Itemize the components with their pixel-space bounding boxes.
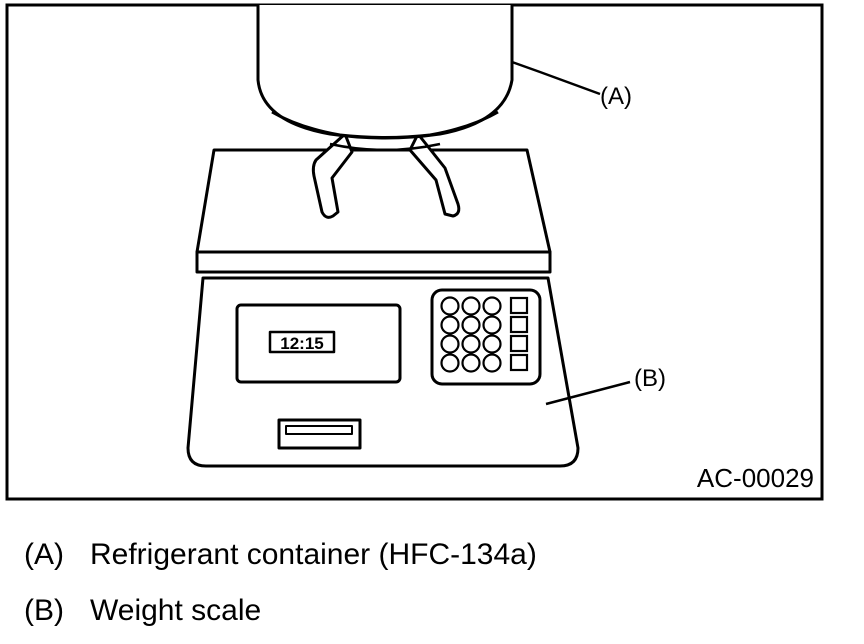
keypad-round-key (482, 334, 502, 354)
keypad-round-key (482, 315, 502, 335)
scale-platform-edge (195, 250, 552, 274)
refrigerant-container (256, 5, 514, 219)
figure-diagram: 12:15 (A) (B) AC-00029 (5, 3, 824, 501)
legend-key-a: (A) (24, 538, 64, 571)
leader-line-a (511, 60, 601, 96)
keypad-square-key (509, 315, 529, 334)
keypad-buttons (440, 296, 529, 373)
scale-display-reading: 12:15 (280, 334, 323, 353)
container-body (256, 5, 514, 140)
keypad-round-key (461, 334, 481, 354)
container-stand-right-leg (408, 132, 461, 218)
scale-display-screen (268, 330, 336, 354)
keypad-round-key (440, 296, 460, 316)
keypad-square-key (509, 353, 529, 372)
legend-item-b: (B) Weight scale (24, 594, 261, 628)
keypad-round-key (482, 353, 502, 373)
scale-slot-inner (285, 425, 353, 435)
container-stand-left-leg (311, 132, 354, 219)
legend-key-b: (B) (24, 594, 64, 627)
keypad-square-key (509, 334, 529, 353)
keypad-round-key (440, 315, 460, 335)
keypad-round-key (440, 353, 460, 373)
keypad-round-key (482, 296, 502, 316)
legend-text-a: Refrigerant container (HFC-134a) (90, 538, 537, 571)
callout-b: (B) (634, 365, 666, 392)
leader-line-b (545, 380, 631, 406)
container-ring (329, 142, 441, 152)
legend-item-a: (A) Refrigerant container (HFC-134a) (24, 538, 537, 572)
keypad-round-key (440, 334, 460, 354)
container-rim (271, 110, 499, 139)
keypad-round-key (461, 353, 481, 373)
keypad-square-key (509, 296, 529, 315)
scale-platform (195, 148, 552, 254)
keypad-round-key (461, 296, 481, 316)
legend-text-b: Weight scale (90, 594, 262, 627)
keypad-round-key (461, 315, 481, 335)
figure-code: AC-00029 (697, 463, 814, 493)
callout-a: (A) (600, 83, 632, 110)
